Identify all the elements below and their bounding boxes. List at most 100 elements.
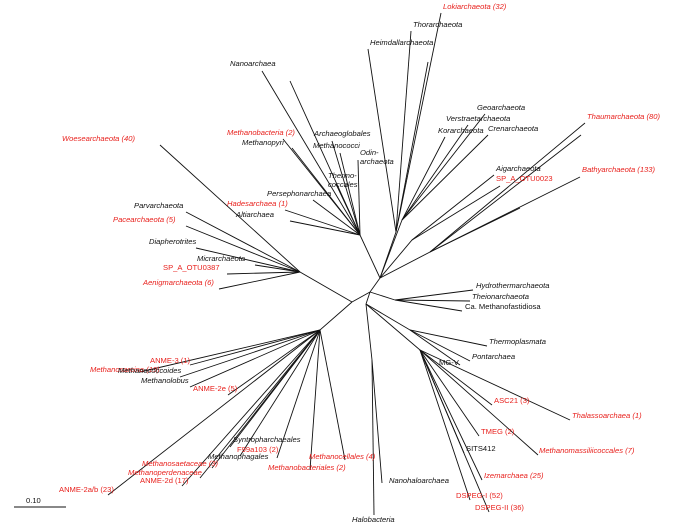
tree-branch bbox=[357, 159, 361, 236]
taxon-label-diapherotrites: Diapherotrites bbox=[149, 237, 196, 246]
tree-branch bbox=[369, 277, 381, 293]
tree-branch bbox=[419, 349, 490, 513]
taxon-label-parvarchaeota: Parvarchaeota bbox=[134, 201, 183, 210]
taxon-label-asc21: ASC21 (3) bbox=[494, 396, 530, 405]
taxon-label-heimdallarchaeota: Heimdallarchaeota bbox=[370, 38, 433, 47]
tree-branch bbox=[339, 152, 361, 236]
taxon-label-mg_v: MG-V bbox=[439, 358, 460, 367]
taxon-label-aigarchaeota: Aigarchaeota bbox=[495, 164, 541, 173]
tree-branch bbox=[379, 61, 429, 279]
taxon-label-persephonarchaea: Persephonarchaea bbox=[267, 189, 331, 198]
tree-branch bbox=[282, 138, 361, 236]
taxon-label-anme2ab: ANME-2a/b (23) bbox=[59, 485, 114, 494]
taxon-label-thermoplasmata: Thermoplasmata bbox=[489, 337, 546, 346]
taxon-label-methanobacteriales: Methanobacteriales (2) bbox=[268, 463, 346, 472]
scale-bar: 0.10 bbox=[14, 496, 66, 508]
tree-branch bbox=[429, 134, 582, 253]
tree-branch bbox=[239, 329, 321, 457]
taxon-label-bathyarchaeota: Bathyarchaeota (133) bbox=[582, 165, 656, 174]
taxon-label-tmeg: TMEG (2) bbox=[481, 427, 515, 436]
tree-branch bbox=[312, 199, 361, 236]
tree-branch bbox=[401, 124, 469, 221]
taxon-label-methanocellales: Methanocellales (4) bbox=[309, 452, 376, 461]
tree-branch bbox=[419, 349, 480, 437]
tree-branch bbox=[185, 225, 301, 273]
taxon-label-dspeg2: DSPEG-II (36) bbox=[475, 503, 524, 512]
taxon-label-archaeoglobales: Archaeoglobales bbox=[313, 129, 371, 138]
tree-branch bbox=[409, 329, 471, 362]
taxon-label-thermococcales: Thermo- bbox=[328, 171, 357, 180]
tree-branch bbox=[309, 329, 321, 471]
tree-branch bbox=[199, 329, 321, 479]
taxon-label-sits412: SITS412 bbox=[466, 444, 496, 453]
taxon-label-methanococci: Methanococci bbox=[313, 141, 360, 150]
taxon-label-anme2e: ANME-2e (5) bbox=[193, 384, 238, 393]
tree-branch bbox=[409, 329, 461, 366]
tree-branch bbox=[289, 220, 361, 236]
tree-branch bbox=[394, 299, 463, 312]
taxon-label-anme2d: ANME-2d (17) bbox=[140, 476, 189, 485]
taxon-label-halobacteria: Halobacteria bbox=[352, 515, 395, 524]
taxon-label-crenarchaeota: Crenarchaeota bbox=[488, 124, 538, 133]
taxon-label-sp_a_otu0387: SP_A_OTU0387 bbox=[163, 263, 220, 272]
tree-branch bbox=[218, 271, 301, 290]
tree-branch bbox=[254, 264, 301, 273]
taxon-label-thermococcales-line2: coccales bbox=[328, 180, 358, 189]
taxon-label-pacearchaeota: Pacearchaeota (5) bbox=[113, 215, 176, 224]
tree-branch bbox=[411, 185, 501, 241]
tree-branch bbox=[189, 329, 321, 366]
taxon-label-thorarchaeota: Thorarchaeota bbox=[413, 20, 462, 29]
tree-branch bbox=[401, 113, 486, 221]
tree-branch bbox=[351, 291, 371, 303]
tree-branch bbox=[331, 140, 361, 236]
taxon-label-woesearchaeota: Woesearchaeota (40) bbox=[62, 134, 135, 143]
tree-branch bbox=[369, 291, 396, 301]
tree-branch bbox=[107, 329, 321, 496]
taxon-label-methanomassiliicoccales: Methanomassiliicoccales (7) bbox=[539, 446, 635, 455]
taxon-label-theionarchaeota: Theionarchaeota bbox=[472, 292, 529, 301]
tree-branch bbox=[367, 48, 397, 233]
tree-branch bbox=[179, 329, 321, 378]
tree-branch bbox=[284, 209, 361, 236]
tree-branch bbox=[371, 359, 375, 516]
taxon-label-izemarchaea: Izemarchaea (25) bbox=[484, 471, 544, 480]
taxon-label-methanococcoides: Methanococcoides bbox=[118, 366, 182, 375]
tree-branch bbox=[185, 211, 301, 273]
taxon-label-odinarchaeota-line2: archaeota bbox=[360, 157, 394, 166]
tree-branch bbox=[211, 329, 321, 469]
taxon-label-pontarchaea: Pontarchaea bbox=[472, 352, 515, 361]
tree-branch bbox=[181, 329, 321, 487]
taxon-label-anme3: ANME-3 (1) bbox=[150, 356, 191, 365]
taxon-label-hadesarchaea: Hadesarchaea (1) bbox=[227, 199, 288, 208]
tree-branch bbox=[365, 303, 571, 421]
taxon-label-f99a103: F99a103 (2) bbox=[237, 445, 279, 454]
taxon-label-methanobacteria: Methanobacteria (2) bbox=[227, 128, 295, 137]
taxon-label-methanofastidiosa: Ca. Methanofastidiosa bbox=[465, 302, 541, 311]
tree-branches bbox=[107, 12, 586, 516]
tree-branch bbox=[319, 329, 346, 461]
taxon-label-dspeg1: DSPEG-I (52) bbox=[456, 491, 503, 500]
scale-bar-label: 0.10 bbox=[26, 496, 41, 505]
taxon-label-verstraetearchaeota: Verstraetarchaeota bbox=[446, 114, 510, 123]
taxon-label-nanohaloarchaea: Nanohaloarchaea bbox=[389, 476, 449, 485]
taxon-label-micrarchaeota: Micrarchaeota bbox=[197, 254, 245, 263]
tree-branch bbox=[379, 122, 586, 279]
tree-branch bbox=[289, 80, 361, 236]
tree-branch bbox=[419, 349, 539, 456]
tree-branch bbox=[419, 349, 471, 501]
tree-branch bbox=[226, 271, 301, 275]
tree-branch bbox=[429, 207, 521, 253]
tree-branch bbox=[189, 329, 321, 388]
taxon-label-syntropharchaeales: Syntropharchaeales bbox=[233, 435, 301, 444]
taxon-label-aenigmarchaeota: Aenigmarchaeota (6) bbox=[142, 278, 214, 287]
taxon-label-odinarchaeota: Odin- bbox=[360, 148, 379, 157]
tree-branch bbox=[394, 289, 474, 301]
taxon-label-methanosaetaceae: Methanosaetaceae (3) bbox=[142, 459, 218, 468]
taxon-label-methanopyri: Methanopyri bbox=[242, 138, 284, 147]
taxon-label-thalassoarchaea: Thalassoarchaea (1) bbox=[572, 411, 642, 420]
taxon-label-korarchaeota: Korarchaeota bbox=[438, 126, 484, 135]
tree-branch bbox=[261, 70, 361, 236]
tree-branch bbox=[395, 12, 442, 233]
tree-branch bbox=[394, 299, 471, 302]
